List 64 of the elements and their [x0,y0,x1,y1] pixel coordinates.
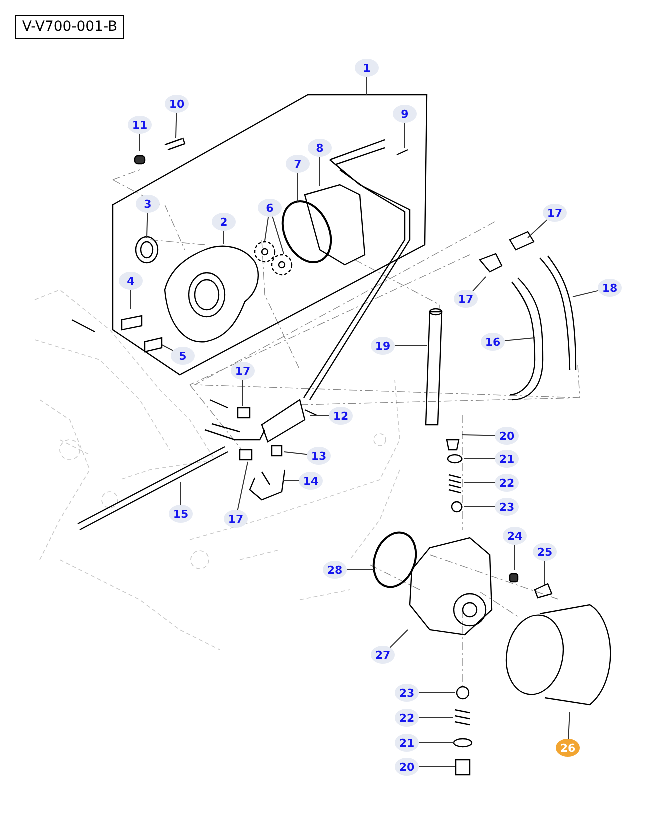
callout-number: 24 [503,527,527,545]
callout-number: 20 [495,427,519,445]
leader-line [418,766,456,768]
callout-number: 26 [556,739,580,757]
callout-number: 8 [308,139,332,157]
leader-line [264,216,270,242]
leader-line [418,742,454,744]
callout-number: 6 [258,199,282,217]
leader-line [130,290,132,310]
diagram-code: V-V700-001-B [15,15,125,39]
leader-line [404,122,406,148]
leader-line [464,506,496,508]
callout-number: 19 [371,337,395,355]
leader-line [162,344,174,352]
callout-number: 2 [212,213,236,231]
leader-line [180,482,182,506]
callout-number: 5 [171,347,195,365]
callout-number: 16 [481,333,505,351]
leader-line [176,112,178,138]
callout-number: 9 [393,105,417,123]
leader-line [568,712,570,740]
callout-number: 11 [128,116,152,134]
leader-line [472,276,486,292]
callout-number: 23 [395,684,419,702]
callout-number: 17 [454,290,478,308]
leader-line [390,630,408,648]
leader-line [528,220,548,238]
leader-line [237,462,248,511]
callout-number: 22 [395,709,419,727]
callout-number: 17 [231,362,255,380]
callout-number: 12 [329,407,353,425]
callout-number: 18 [598,279,622,297]
leader-line [272,216,284,254]
leader-line [284,452,308,456]
callout-number: 20 [395,758,419,776]
callout-number: 17 [224,510,248,528]
callout-number: 1 [355,59,379,77]
callout-number: 27 [371,646,395,664]
callout-number: 28 [323,561,347,579]
leader-line [572,290,600,298]
callout-number: 21 [395,734,419,752]
leader-line [146,212,148,238]
callout-number: 14 [299,472,323,490]
callout-number: 13 [307,447,331,465]
leader-line [514,544,516,570]
callout-number: 10 [165,95,189,113]
leader-line [418,692,456,694]
callout-number: 15 [169,505,193,523]
leader-line [464,458,496,460]
callout-number: 21 [495,450,519,468]
callout-number: 17 [543,204,567,222]
leader-line [464,482,496,484]
callout-number: 22 [495,474,519,492]
leader-line [282,480,300,482]
callout-number: 7 [286,155,310,173]
leader-line [242,380,244,406]
leader-line [462,434,496,436]
callout-number: 23 [495,498,519,516]
leader-line [366,76,368,96]
callout-number: 25 [533,543,557,561]
callout-number: 4 [119,272,143,290]
leader-line [504,338,536,342]
leader-line [544,560,546,586]
callout-number: 3 [136,195,160,213]
